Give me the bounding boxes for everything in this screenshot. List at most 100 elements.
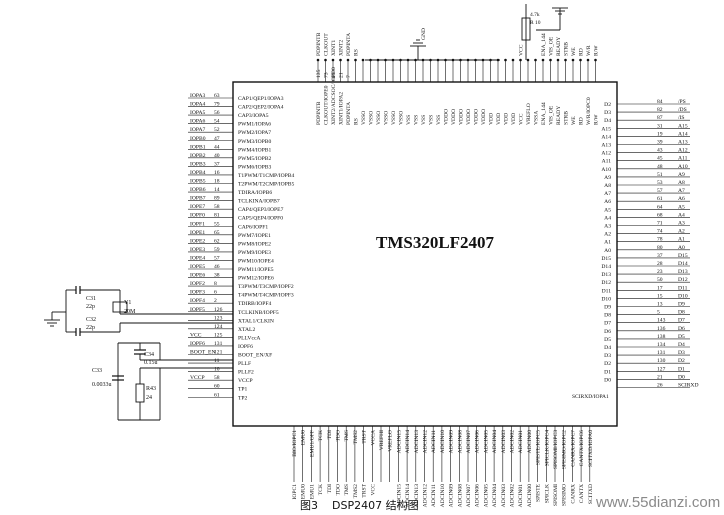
left-pin-function: CAP4/QEP3/IOPE7 — [238, 207, 284, 213]
bottom-pin-function: ADCIN02 — [510, 430, 516, 454]
right-pin-function: D2 — [604, 361, 611, 367]
top-pin-function: RD — [579, 117, 585, 125]
right-pin-number: 50 — [657, 277, 663, 283]
left-pin-number: 54 — [214, 119, 220, 125]
bottom-pin-net: CANTX — [579, 484, 585, 503]
left-pin-number: 65 — [214, 230, 220, 236]
left-pin-net: IOPB2 — [190, 153, 206, 159]
left-pin-function: CAP6/IOPF1 — [238, 224, 268, 230]
bottom-pin-function: EMU1/OFF — [309, 430, 315, 457]
right-pin-function: D2 — [604, 102, 611, 108]
right-pin-function: A6 — [604, 199, 611, 205]
right-pin-function: A8 — [604, 183, 611, 189]
left-pin-function: PWM6/IOPB3 — [238, 164, 271, 170]
top-pin-function: WE — [571, 116, 577, 125]
left-pin-function: CAP5/QEP4/IOPF0 — [238, 216, 283, 222]
top-pin-function: RS — [354, 118, 360, 125]
left-pin-net: IOPA7 — [190, 127, 206, 133]
right-pin-number: 143 — [657, 318, 666, 324]
bottom-pin-net: IOPC1 — [292, 484, 298, 500]
left-pin-number: 131 — [214, 341, 223, 347]
left-pin-number: 125 — [214, 332, 223, 338]
left-pin-function: PWM2/IOPA7 — [238, 130, 271, 136]
right-pin-net: A2 — [678, 229, 685, 235]
bottom-pin-net: ADCIN01 — [518, 484, 524, 508]
right-pin-function: D13 — [601, 272, 611, 278]
left-pin-function: PWM1/IOPA6 — [238, 122, 271, 128]
left-pin-number: 38 — [214, 273, 220, 279]
right-pin-function: D0 — [604, 377, 611, 383]
left-pin-function: CAP3/IOPA5 — [238, 113, 269, 119]
right-pin-number: 53 — [657, 180, 663, 186]
bottom-pin-net: ADCIN14 — [405, 484, 411, 508]
right-pin-function: A10 — [601, 167, 611, 173]
top-pin-junction — [324, 58, 327, 62]
y1-name: Y1 — [124, 300, 131, 306]
top-pin-net: RD — [579, 48, 585, 56]
left-pin-function: PWM12/IOPE6 — [238, 276, 274, 282]
left-pin-net: IOPB0 — [190, 136, 206, 142]
right-pin-function: D7 — [604, 321, 611, 327]
left-pin-net: IOPF3 — [190, 290, 205, 296]
bottom-pin-function: SCITXD/IOPA0 — [588, 430, 594, 467]
bottom-pin-function: ADCIN15 — [396, 430, 402, 454]
bottom-pin-net: ADCIN08 — [457, 484, 463, 508]
bottom-pin-group: BIO/IOPC1IOPC1EMU0EMU0EMU1/OFFEMU1TCKTCK… — [292, 426, 594, 507]
right-pin-function: D9 — [604, 305, 611, 311]
top-pin-junction — [504, 58, 507, 62]
bottom-pin-net: ADCIN00 — [527, 484, 533, 508]
left-pin-net: IOPE4 — [190, 255, 205, 261]
right-pin-net: A1 — [678, 237, 685, 243]
top-pin-function: VSSO — [399, 111, 405, 125]
top-pin-net: VIS_OE — [549, 36, 555, 56]
top-pin-function: VSS — [414, 115, 420, 125]
top-pin-function: VSSO — [361, 111, 367, 125]
right-pin-number: 48 — [657, 164, 663, 170]
left-pin-net: IOPE2 — [190, 238, 205, 244]
watermark: www.55dianzi.com — [596, 494, 721, 511]
left-pin-function: BOOT_EN/XF — [238, 353, 272, 359]
right-pin-number: 26 — [657, 383, 663, 389]
right-pin-function: A12 — [601, 151, 611, 157]
left-pin-net: IOPE6 — [190, 273, 205, 279]
left-pin-function: TCLKINB/IOPF5 — [238, 310, 279, 316]
top-pin-function: PDPINTA — [346, 102, 352, 125]
right-pin-number: 131 — [657, 350, 666, 356]
right-pin-function: A4 — [604, 215, 611, 221]
chip-sci-label: SCIRXD/IOPA1 — [572, 394, 609, 400]
top-pin-function: VDDO — [451, 109, 457, 125]
right-pin-net: D15 — [678, 253, 688, 259]
left-pin-function: CAP1/QEP1/IOPA3 — [238, 96, 284, 102]
right-pin-net: A14 — [678, 131, 688, 137]
left-pin-function: PWM3/IOPB0 — [238, 139, 271, 145]
left-pin-number: 56 — [214, 110, 220, 116]
top-pin-function: VSSO — [384, 111, 390, 125]
c32-value: 22p — [86, 325, 95, 331]
top-pin-junction — [511, 58, 515, 62]
left-pin-net: VCC — [190, 332, 202, 338]
left-pin-function: TDIRB/IOPF4 — [238, 301, 271, 307]
c33-value: 0.0033u — [92, 382, 112, 388]
right-pin-number: 5 — [657, 310, 660, 316]
top-pin-number: 135 — [316, 69, 322, 78]
bottom-pin-net: SPISIMO — [562, 484, 568, 506]
bottom-pin-function: ADCIN09 — [449, 430, 455, 454]
resistor-top-name: R 10 — [530, 20, 541, 26]
top-pin-net: STRB — [564, 42, 570, 56]
right-pin-net: D6 — [678, 326, 685, 332]
right-pin-net: D14 — [678, 261, 688, 267]
top-pin-junction — [526, 58, 530, 62]
top-pin-junction — [571, 58, 575, 62]
bottom-pin-net: EMU1 — [309, 484, 315, 499]
right-pin-net: A9 — [678, 172, 685, 178]
top-pin-junction — [594, 58, 597, 62]
top-pin-net: XINT2 — [339, 40, 345, 56]
right-pin-net: A8 — [678, 180, 685, 186]
top-pin-junction — [541, 58, 545, 62]
bottom-pin-function: SPISOMI/IOPC3 — [553, 430, 559, 469]
right-pin-net: D5 — [678, 334, 685, 340]
top-pin-function: VIS_OE — [549, 105, 555, 125]
figure-caption: 图3 DSP2407 结构图 — [300, 497, 419, 513]
left-pin-number: 6 — [214, 290, 217, 296]
bottom-pin-net: TDI — [327, 484, 333, 493]
